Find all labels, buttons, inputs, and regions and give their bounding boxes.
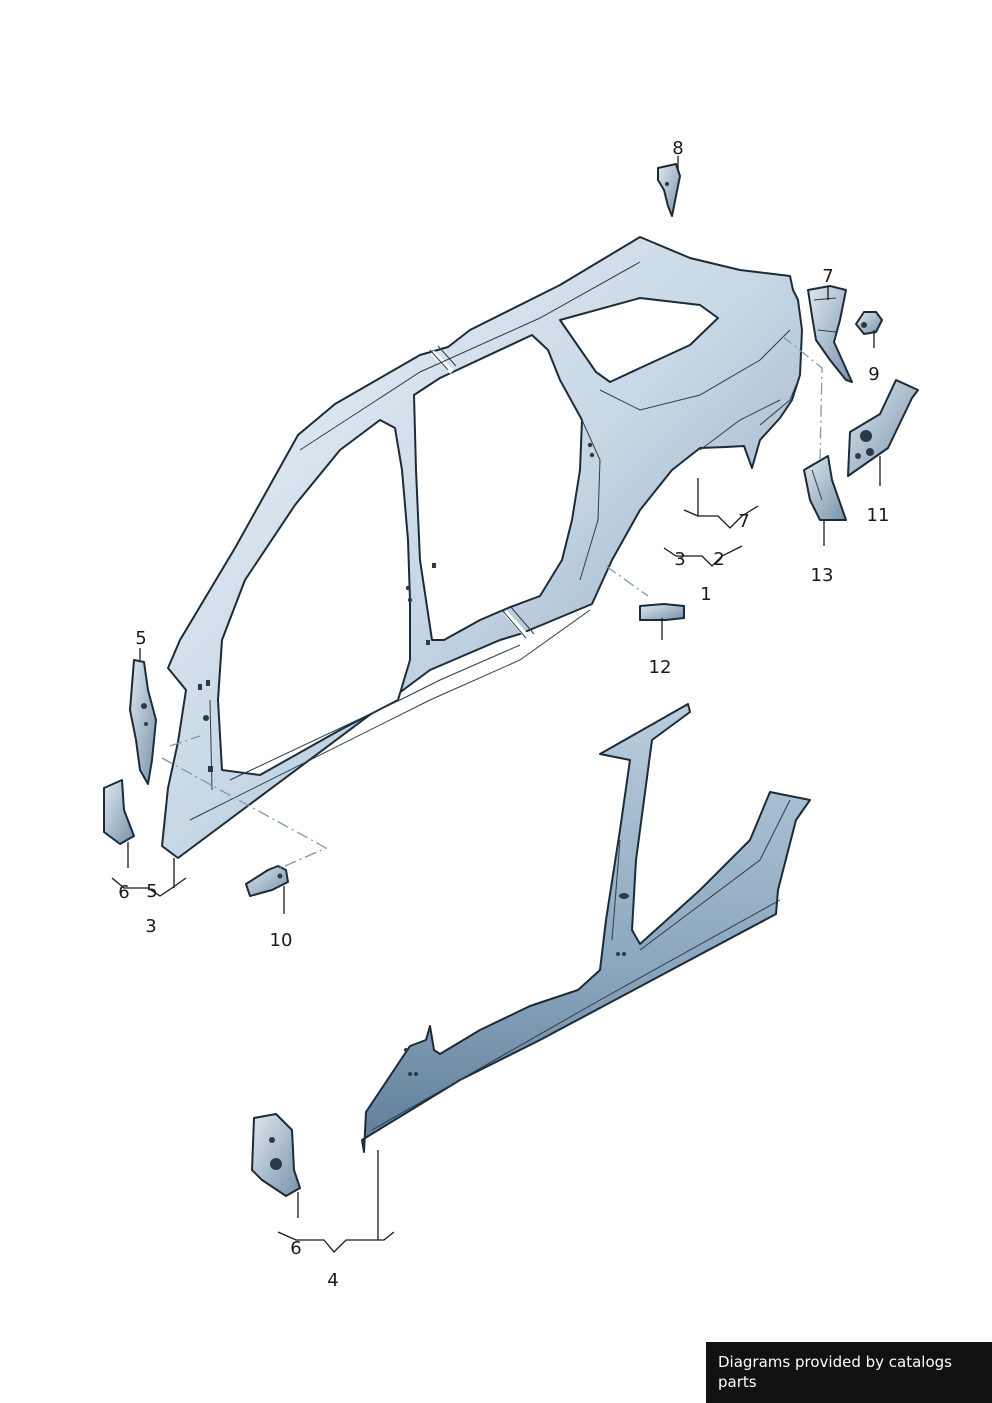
- side-panel-part-1: [161, 236, 803, 859]
- callout-7-group: 7: [738, 511, 749, 532]
- callout-4: 4: [327, 1270, 338, 1291]
- part-6-bracket-bottom: [251, 1113, 301, 1197]
- callout-12: 12: [649, 657, 672, 678]
- part-10-bolt: [245, 865, 289, 897]
- part-6-bracket-left: [103, 779, 135, 845]
- part-9-nut: [855, 311, 883, 335]
- callout-9: 9: [868, 364, 879, 385]
- part-11-bracket: [847, 379, 919, 477]
- callout-10: 10: [270, 930, 293, 951]
- part-13-wheelhouse-panel: [803, 455, 847, 521]
- callout-11: 11: [867, 505, 890, 526]
- callout-8: 8: [672, 138, 683, 159]
- callout-5-group: 5: [146, 881, 157, 902]
- callout-2: 2: [713, 549, 724, 570]
- callout-1: 1: [700, 584, 711, 605]
- attribution-footer: Diagrams provided by catalogs parts: [706, 1342, 992, 1403]
- part-4-sill-and-b-pillar: [361, 703, 811, 1153]
- alignment-lines: [161, 335, 823, 871]
- leader-lines: [111, 156, 881, 1253]
- callout-6-left: 6: [118, 882, 129, 903]
- part-12-clip: [639, 603, 685, 621]
- callout-labels: 8 7 9 11 7 3 2 1 13 12 5 6 5 3 10 6 4: [118, 138, 889, 1291]
- callout-3-group-right: 3: [674, 549, 685, 570]
- callout-13: 13: [811, 565, 834, 586]
- attribution-text: Diagrams provided by catalogs parts: [718, 1353, 952, 1391]
- callout-3-left: 3: [145, 916, 156, 937]
- part-5-pillar-bracket: [129, 659, 157, 785]
- part-7-reinforcement: [807, 285, 853, 383]
- part-8-bracket: [657, 163, 681, 217]
- callout-7-top: 7: [822, 266, 833, 287]
- callout-5-top: 5: [135, 628, 146, 649]
- callout-6-bottom: 6: [290, 1238, 301, 1259]
